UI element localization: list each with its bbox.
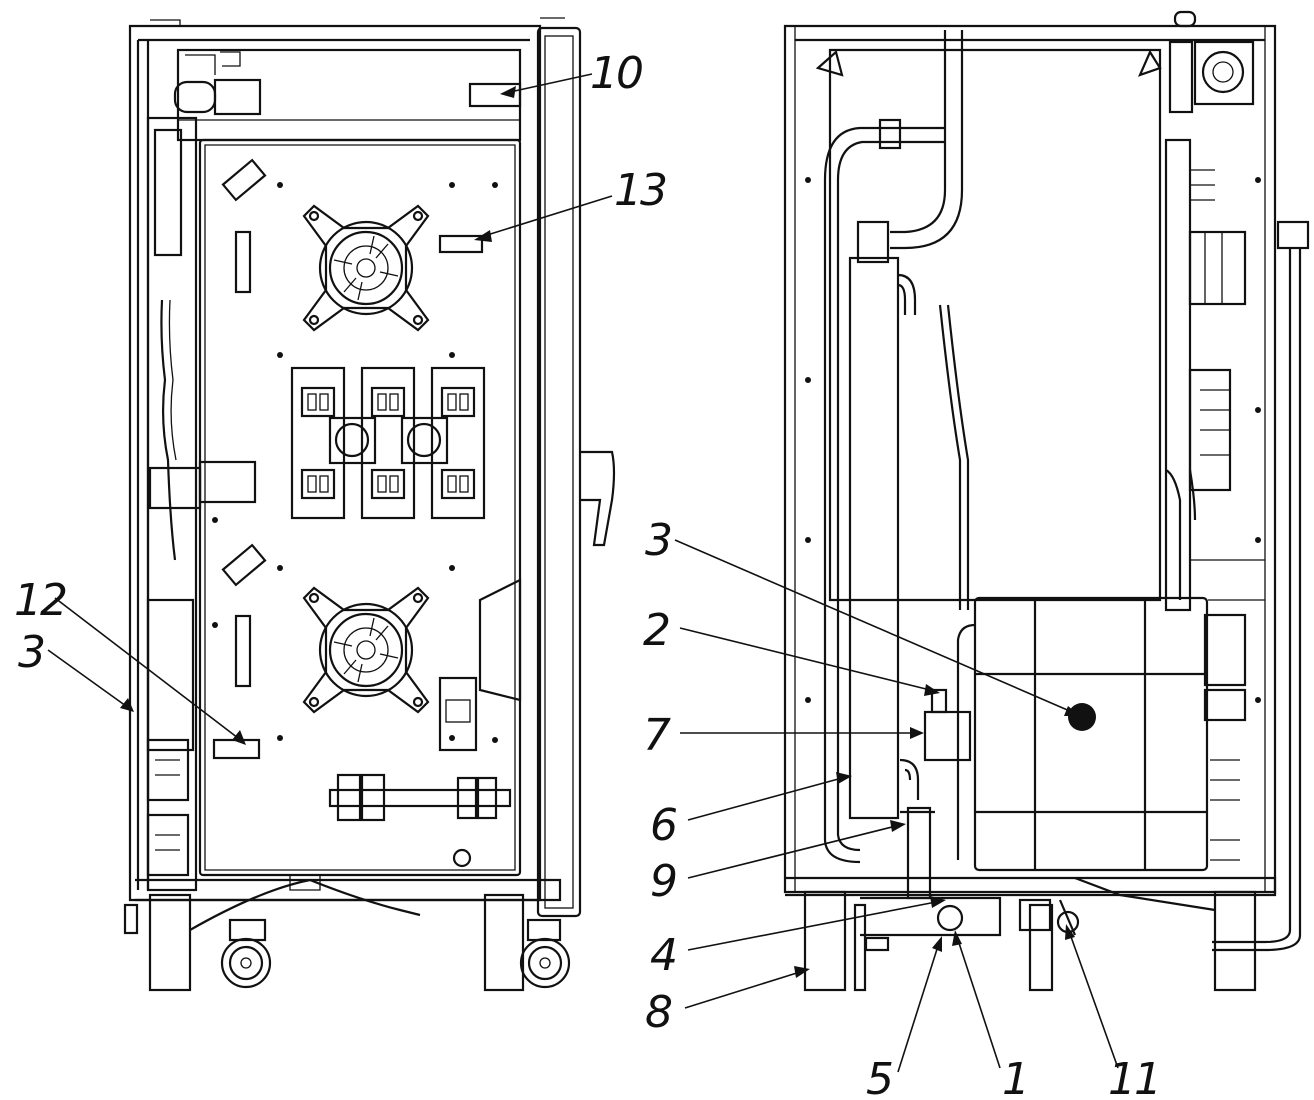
callout-9-label: 9	[650, 856, 676, 907]
callout-3-left: 3	[18, 627, 134, 712]
left-view	[123, 17, 616, 992]
callout-5: 5	[866, 936, 942, 1100]
callout-11-label: 11	[1108, 1054, 1160, 1100]
right-view	[783, 10, 1310, 992]
callout-13: 13	[474, 165, 668, 242]
left-view-screws	[212, 182, 498, 743]
callout-6-label: 6	[650, 800, 677, 851]
callout-12: 12	[14, 575, 246, 745]
right-view-screws	[805, 177, 1261, 703]
callout-2: 2	[643, 605, 940, 696]
callout-1-label: 1	[1002, 1054, 1028, 1100]
callout-9: 9	[650, 820, 906, 907]
callout-3-right: 3	[645, 515, 1080, 716]
callout-4-label: 4	[650, 930, 676, 981]
callout-1: 1	[952, 930, 1030, 1100]
callout-4: 4	[650, 896, 946, 981]
callout-7-label: 7	[643, 710, 671, 761]
callout-11: 11	[1065, 924, 1162, 1100]
callout-3-left-label: 3	[18, 627, 44, 678]
callout-6: 6	[650, 772, 852, 851]
callout-7: 7	[643, 710, 924, 761]
callout-12-label: 12	[14, 575, 66, 626]
callout-8-label: 8	[645, 987, 672, 1038]
callout-8: 8	[645, 966, 810, 1038]
callout-5-label: 5	[866, 1054, 892, 1100]
callout-3-right-label: 3	[645, 515, 671, 566]
callout-13-label: 13	[614, 165, 666, 216]
callout-10-label: 10	[590, 48, 642, 99]
callout-10: 10	[500, 48, 644, 99]
callout-2-label: 2	[643, 605, 669, 656]
